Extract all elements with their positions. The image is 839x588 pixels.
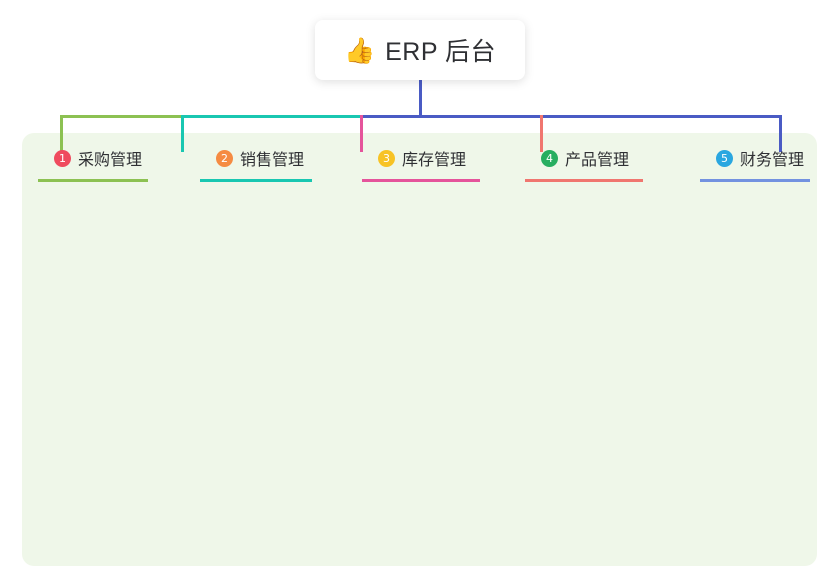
bus-segment-teal: [181, 115, 361, 118]
column-rule: [525, 179, 643, 182]
column-title: 采购管理: [78, 152, 143, 169]
root-title: ERP 后台: [385, 38, 497, 66]
column-rule: [362, 179, 480, 182]
column-header-4[interactable]: 4 产品管理: [525, 145, 643, 171]
column-header-2[interactable]: 2 销售管理: [200, 145, 312, 171]
column-title: 产品管理: [565, 152, 630, 169]
drop-inventory: [360, 115, 363, 152]
trunk-line: [419, 78, 422, 118]
column-badge-5: 5: [716, 149, 733, 167]
drop-sales: [181, 115, 184, 152]
column-badge-2: 2: [216, 149, 233, 167]
column-产品管理: 4 产品管理: [525, 145, 643, 182]
diagram-panel: [22, 133, 817, 566]
column-库存管理: 3 库存管理: [362, 145, 480, 182]
column-rule: [38, 179, 148, 182]
bus-segment-blue: [360, 115, 781, 118]
column-title: 库存管理: [402, 152, 467, 169]
column-采购管理: 1 采购管理: [38, 145, 148, 182]
drop-purchase: [60, 115, 63, 152]
column-header-5[interactable]: 5 财务管理: [700, 145, 810, 171]
drop-product: [540, 115, 543, 152]
column-badge-1: 1: [54, 149, 71, 167]
column-财务管理: 5 财务管理: [700, 145, 810, 182]
column-badge-3: 3: [378, 149, 395, 167]
column-header-3[interactable]: 3 库存管理: [362, 145, 480, 171]
column-rule: [700, 179, 810, 182]
column-badge-4: 4: [541, 149, 558, 167]
column-销售管理: 2 销售管理: [200, 145, 312, 182]
root-node-card[interactable]: 👍 ERP 后台: [315, 20, 525, 80]
column-title: 销售管理: [240, 152, 305, 169]
column-rule: [200, 179, 312, 182]
bus-segment-green: [60, 115, 182, 118]
thumbs-up-icon: 👍: [343, 35, 376, 65]
column-title: 财务管理: [740, 152, 805, 169]
drop-finance: [779, 115, 782, 152]
column-header-1[interactable]: 1 采购管理: [38, 145, 148, 171]
